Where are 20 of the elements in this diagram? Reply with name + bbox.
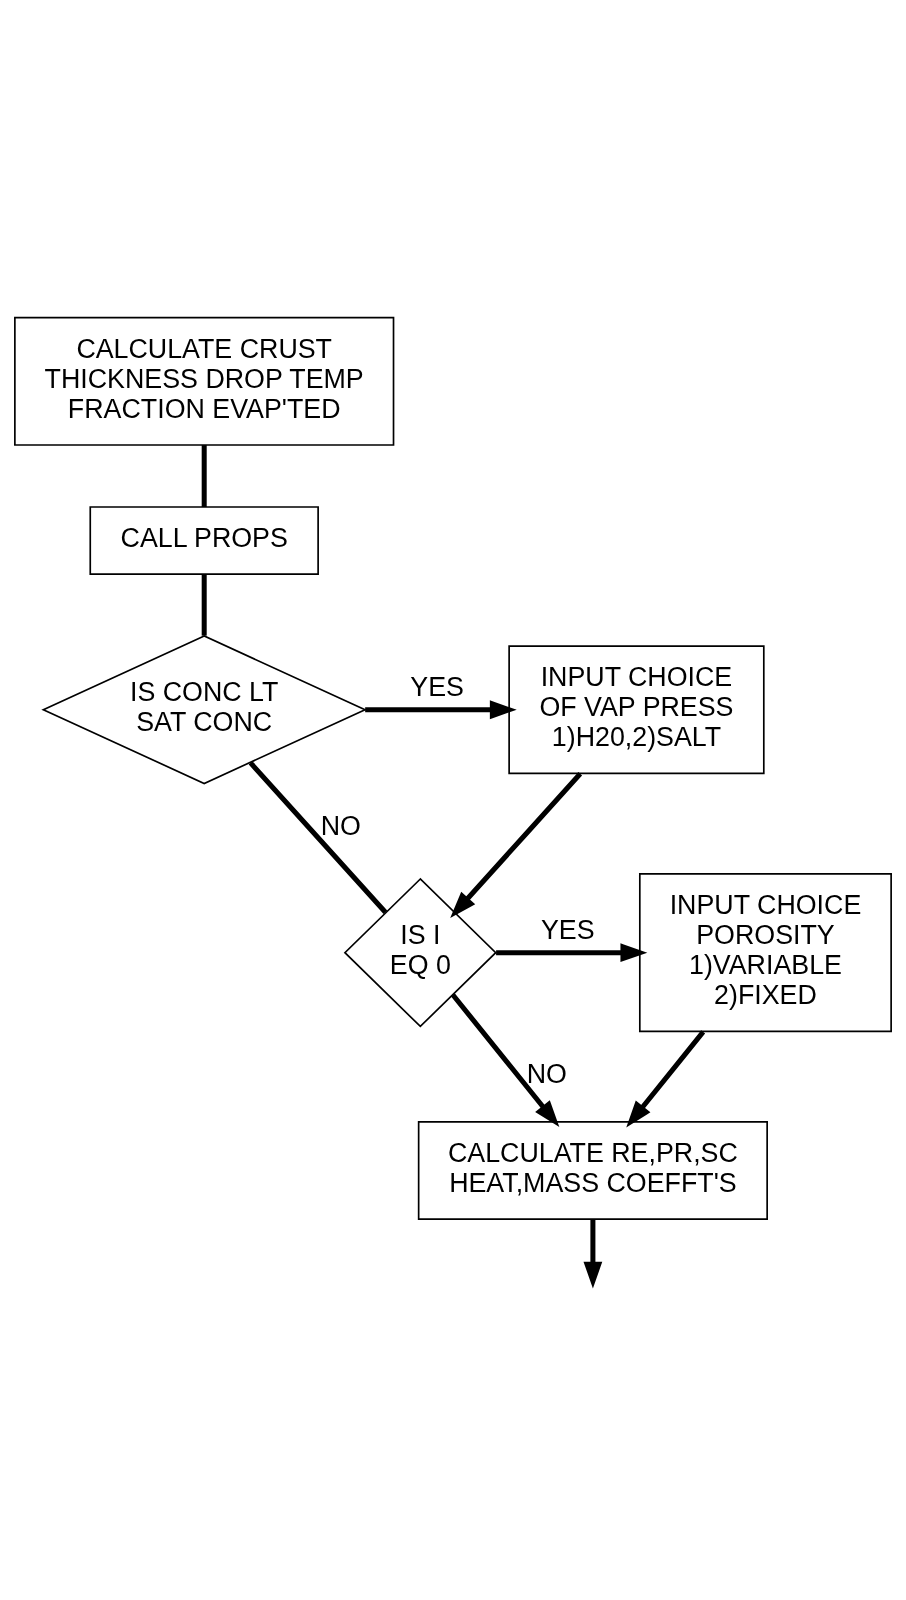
arrow [583, 1219, 603, 1289]
edge-label: YES [410, 672, 464, 703]
node-box: CALL PROPS [89, 506, 319, 575]
node-box: INPUT CHOICE POROSITY 1)VARIABLE 2)FIXED [638, 873, 892, 1033]
arrow [365, 700, 517, 720]
edge-label: NO [526, 1059, 567, 1090]
node-box: INPUT CHOICE OF VAP PRESS 1)H20,2)SALT [508, 645, 765, 775]
arrow [450, 772, 583, 918]
connector [201, 445, 207, 507]
connector [248, 761, 388, 914]
node-diamond: IS CONC LT SAT CONC [41, 635, 368, 785]
arrow [626, 1030, 706, 1128]
connector [201, 574, 207, 636]
edge-label: YES [540, 914, 595, 945]
arrow [496, 943, 648, 963]
node-box: CALCULATE RE,PR,SC HEAT,MASS COEFFT'S [417, 1121, 768, 1220]
arrow [450, 993, 560, 1128]
node-diamond: IS I EQ 0 [343, 877, 497, 1028]
node-box: CALCULATE CRUST THICKNESS DROP TEMP FRACTION EVAP'TED [14, 316, 395, 446]
edge-label: NO [320, 811, 361, 842]
